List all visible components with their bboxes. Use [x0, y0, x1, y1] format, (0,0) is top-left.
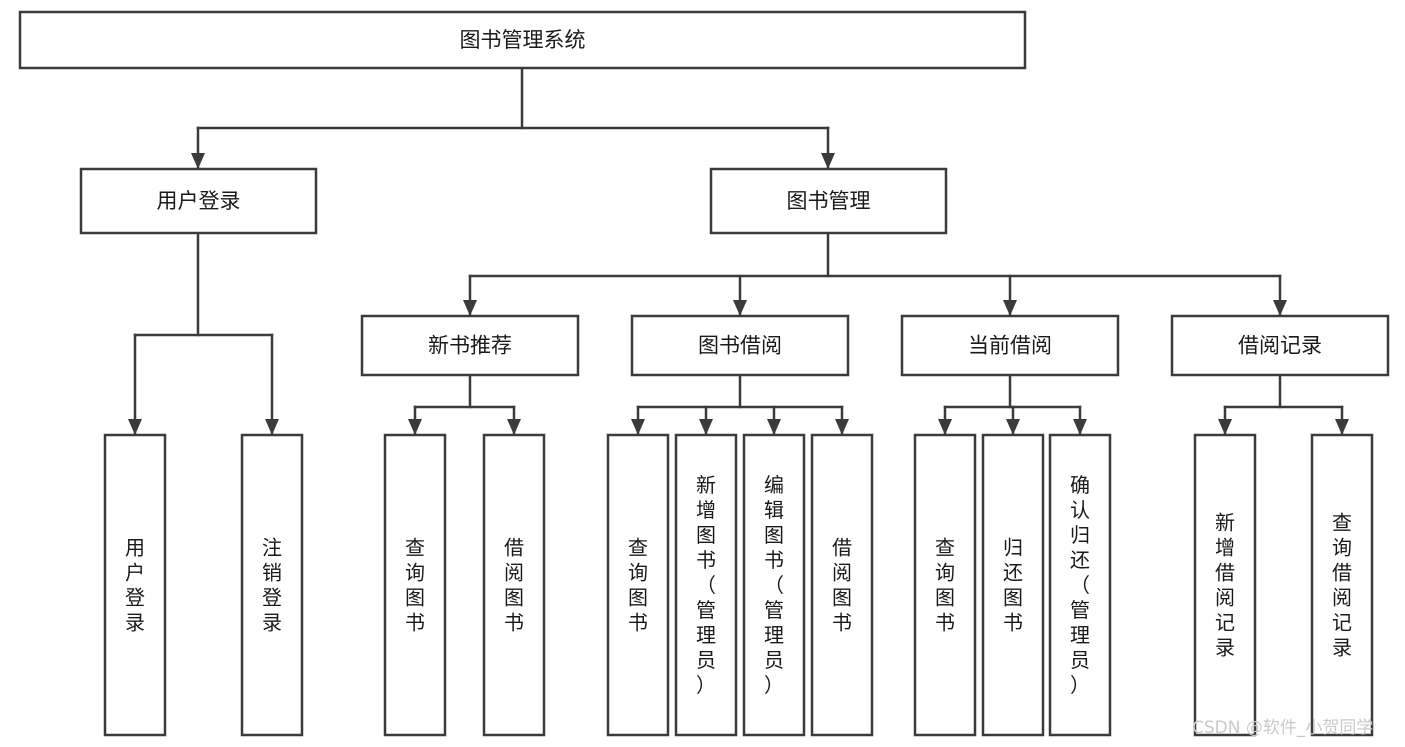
nodes-layer: 图书管理系统用户登录图书管理新书推荐图书借阅当前借阅借阅记录用户登录注销登录查询… [18, 10, 1390, 737]
node-label: 新增图书（管理员） [696, 473, 716, 697]
node-label: 注销登录 [262, 536, 282, 635]
node-label: 新书推荐 [428, 334, 512, 358]
node-leaf-query-book-current[interactable]: 查询图书 [913, 433, 977, 737]
connector-group-root-to-level1 [191, 66, 835, 169]
node-label: 查询借阅记录 [1332, 511, 1352, 660]
node-label: 确认归还（管理员） [1070, 473, 1090, 697]
node-label: 新增借阅记录 [1215, 511, 1235, 660]
node-label: 用户登录 [157, 189, 241, 213]
connector-group-borrowrecords-to-leaves [1218, 373, 1349, 435]
node-label: 查询图书 [935, 536, 955, 635]
node-label: 查询图书 [628, 536, 648, 635]
node-leaf-borrow-book[interactable]: 借阅图书 [810, 433, 874, 737]
connector-group-bookmgmt-to-level2 [463, 231, 1287, 316]
node-label: 借阅图书 [832, 536, 852, 635]
node-leaf-edit-book-admin[interactable]: 编辑图书（管理员） [742, 433, 806, 737]
node-label: 借阅图书 [504, 536, 524, 635]
node-leaf-user-login[interactable]: 用户登录 [103, 433, 167, 737]
node-label: 用户登录 [125, 536, 145, 635]
node-label: 编辑图书（管理员） [764, 473, 784, 697]
csdn-watermark: CSDN @软件_小贺同学 [1192, 718, 1373, 738]
connector-group-currentborrow-to-leaves [938, 373, 1087, 435]
node-leaf-logout-login[interactable]: 注销登录 [240, 433, 304, 737]
node-user-login[interactable]: 用户登录 [79, 167, 318, 235]
connector-group-bookborrow-to-leaves [631, 373, 849, 435]
node-new-book-recommend[interactable]: 新书推荐 [360, 314, 580, 377]
node-leaf-query-borrow-record[interactable]: 查询借阅记录 [1310, 433, 1374, 737]
node-leaf-query-book-borrow[interactable]: 查询图书 [606, 433, 670, 737]
node-label: 借阅记录 [1238, 334, 1322, 358]
node-label: 归还图书 [1003, 536, 1023, 635]
node-root[interactable]: 图书管理系统 [18, 10, 1027, 70]
node-leaf-confirm-return-admin[interactable]: 确认归还（管理员） [1048, 433, 1112, 737]
node-book-borrow[interactable]: 图书借阅 [630, 314, 850, 377]
node-leaf-borrow-book-rec[interactable]: 借阅图书 [482, 433, 546, 737]
connector-group-userlogin-to-leaves [128, 231, 279, 435]
node-label: 查询图书 [405, 536, 425, 635]
node-label: 当前借阅 [968, 334, 1052, 358]
node-leaf-add-book-admin[interactable]: 新增图书（管理员） [674, 433, 738, 737]
node-book-management[interactable]: 图书管理 [709, 167, 948, 235]
connector-group-newbook-to-leaves [408, 373, 521, 435]
node-leaf-return-book[interactable]: 归还图书 [981, 433, 1045, 737]
node-label: 图书管理 [787, 189, 871, 213]
node-leaf-add-borrow-record[interactable]: 新增借阅记录 [1193, 433, 1257, 737]
node-current-borrow[interactable]: 当前借阅 [900, 314, 1120, 377]
connectors-layer [128, 66, 1349, 435]
node-label: 图书借阅 [698, 334, 782, 358]
node-label: 图书管理系统 [460, 28, 586, 52]
node-leaf-query-book-rec[interactable]: 查询图书 [383, 433, 447, 737]
node-borrow-records[interactable]: 借阅记录 [1170, 314, 1390, 377]
